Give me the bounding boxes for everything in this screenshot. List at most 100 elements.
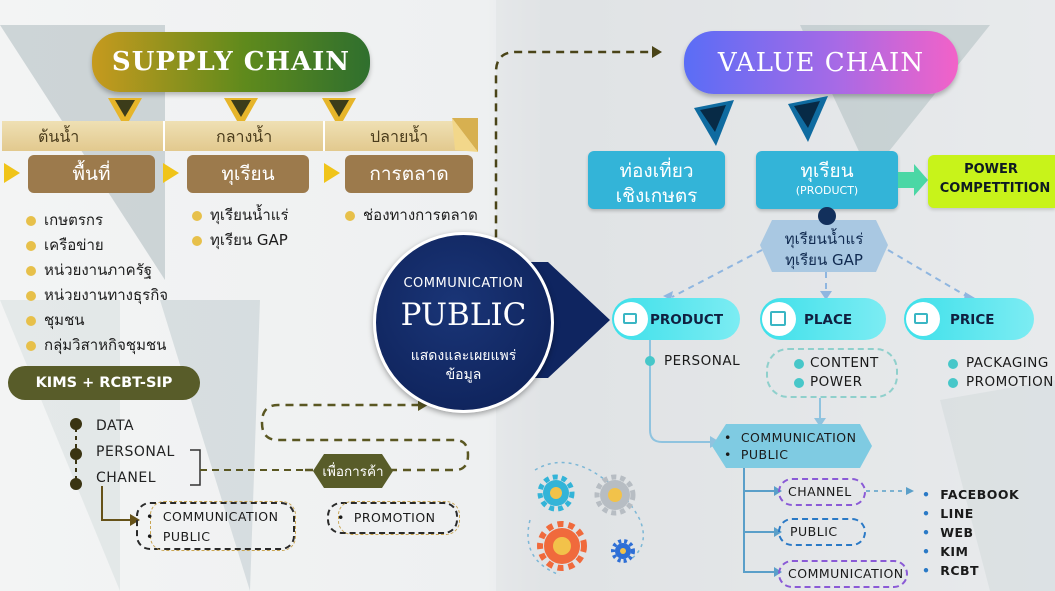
chart-icon bbox=[770, 311, 786, 326]
durian-type-list: ทุเรียนน้ำแร่ ทุเรียน GAP bbox=[192, 203, 289, 253]
place-label: PLACE bbox=[804, 312, 853, 328]
trade-label: เพื่อการค้า bbox=[322, 464, 384, 480]
price-item: PROMOTION bbox=[966, 374, 1054, 390]
play-icon bbox=[324, 163, 340, 183]
list-item: ทุเรียน GAP bbox=[192, 228, 289, 253]
center-main-label: PUBLIC bbox=[400, 297, 527, 333]
center-public-circle bbox=[373, 232, 554, 413]
category-marketing: การตลาด bbox=[345, 155, 473, 193]
chevron-down-icon bbox=[224, 98, 258, 128]
list-item: กลุ่มวิสาหกิจชุมชน bbox=[26, 333, 168, 358]
stage-label-midstream: กลางน้ำ bbox=[216, 127, 273, 146]
channel-item: • FACEBOOK bbox=[922, 487, 1020, 502]
list-item: เครือข่าย bbox=[26, 233, 168, 258]
branch-channel-box bbox=[778, 478, 866, 506]
product-item: PERSONAL bbox=[664, 353, 741, 369]
price-item: PACKAGING bbox=[966, 355, 1049, 371]
bullet-dot bbox=[794, 378, 804, 388]
agro-tourism-label: เชิงเกษตร bbox=[615, 185, 698, 207]
promotion-box-accent bbox=[338, 501, 460, 535]
agro-tourism-label: ท่องเที่ยว bbox=[619, 160, 694, 182]
product-label: PRODUCT bbox=[650, 312, 724, 328]
durian-product-sublabel: (PRODUCT) bbox=[795, 184, 859, 197]
data-item: DATA bbox=[96, 418, 135, 434]
comm-item: • PUBLIC bbox=[724, 447, 789, 462]
gear-icon bbox=[594, 474, 636, 516]
category-area: พื้นที่ bbox=[28, 155, 155, 193]
bullet-dot bbox=[794, 359, 804, 369]
bullet-dot bbox=[948, 378, 958, 388]
place-items-box bbox=[766, 348, 898, 398]
channel-item: • LINE bbox=[922, 506, 974, 521]
kims-badge: KIMS + RCBT-SIP bbox=[8, 366, 200, 400]
power-label: POWER bbox=[964, 162, 1018, 177]
center-sub-label: แสดงและเผยแพร่ bbox=[410, 348, 517, 364]
list-item: หน่วยงานภาครัฐ bbox=[26, 258, 168, 283]
gear-icon bbox=[537, 474, 575, 512]
stage-label-upstream: ต้นน้ำ bbox=[38, 127, 80, 146]
branch-channel-label: CHANNEL bbox=[788, 484, 852, 499]
agro-tourism-box bbox=[588, 151, 725, 209]
communication-box-accent bbox=[150, 501, 296, 551]
bullet-dot bbox=[948, 359, 958, 369]
durian-product-label: ทุเรียน bbox=[800, 160, 854, 182]
place-item: POWER bbox=[810, 374, 863, 390]
gear-icon bbox=[611, 539, 635, 563]
supply-chain-title: SUPPLY CHAIN bbox=[92, 32, 370, 92]
list-item: เกษตรกร bbox=[26, 208, 168, 233]
bullet-dot bbox=[645, 356, 655, 366]
power-label: COMPETTITION bbox=[939, 181, 1051, 196]
list-item: ชุมชน bbox=[26, 308, 168, 333]
stage-band bbox=[2, 121, 476, 151]
communication-box bbox=[136, 502, 295, 550]
exit-icon bbox=[914, 313, 928, 324]
hexagon-label: ทุเรียน GAP bbox=[785, 251, 863, 269]
data-item: PERSONAL bbox=[96, 444, 175, 460]
gear-icon bbox=[537, 521, 587, 571]
promo-item: • PROMOTION bbox=[337, 510, 436, 525]
exit-icon bbox=[623, 313, 637, 324]
place-icon-circle bbox=[762, 302, 796, 336]
chevron-down-icon bbox=[108, 98, 142, 128]
channel-item: • RCBT bbox=[922, 563, 980, 578]
place-item: CONTENT bbox=[810, 355, 879, 371]
power-competition-box bbox=[928, 155, 1055, 208]
stakeholder-list: เกษตรกร เครือข่าย หน่วยงานภาครัฐ หน่วยงา… bbox=[26, 208, 168, 358]
list-item: หน่วยงานทางธุรกิจ bbox=[26, 283, 168, 308]
branch-communication-box bbox=[778, 560, 908, 588]
play-icon bbox=[4, 163, 20, 183]
value-chain-title: VALUE CHAIN bbox=[684, 31, 958, 94]
hexagon-label: ทุเรียนน้ำแร่ bbox=[784, 230, 864, 248]
list-item: ทุเรียนน้ำแร่ bbox=[192, 203, 289, 228]
branch-communication-label: COMMUNICATION bbox=[788, 566, 904, 581]
comm-item: • PUBLIC bbox=[146, 529, 211, 544]
stage-divider bbox=[323, 121, 325, 151]
branch-public-box bbox=[778, 518, 866, 546]
durian-product-box bbox=[756, 151, 898, 209]
branch-public-label: PUBLIC bbox=[790, 524, 838, 539]
stage-divider bbox=[163, 121, 165, 151]
price-icon-circle bbox=[906, 302, 940, 336]
comm-item: • COMMUNICATION bbox=[146, 509, 279, 524]
data-item: CHANEL bbox=[96, 470, 156, 486]
chevron-down-icon bbox=[788, 96, 828, 142]
chevron-down-icon bbox=[694, 100, 734, 146]
promotion-box bbox=[327, 502, 458, 534]
center-top-label: COMMUNICATION bbox=[403, 276, 524, 291]
stage-label-downstream: ปลายน้ำ bbox=[370, 127, 429, 146]
channel-item: • WEB bbox=[922, 525, 974, 540]
channel-item: • KIM bbox=[922, 544, 969, 559]
price-label: PRICE bbox=[950, 312, 995, 328]
category-durian: ทุเรียน bbox=[187, 155, 309, 193]
comm-item: • COMMUNICATION bbox=[724, 430, 857, 445]
marketing-list: ช่องทางการตลาด bbox=[345, 203, 478, 228]
